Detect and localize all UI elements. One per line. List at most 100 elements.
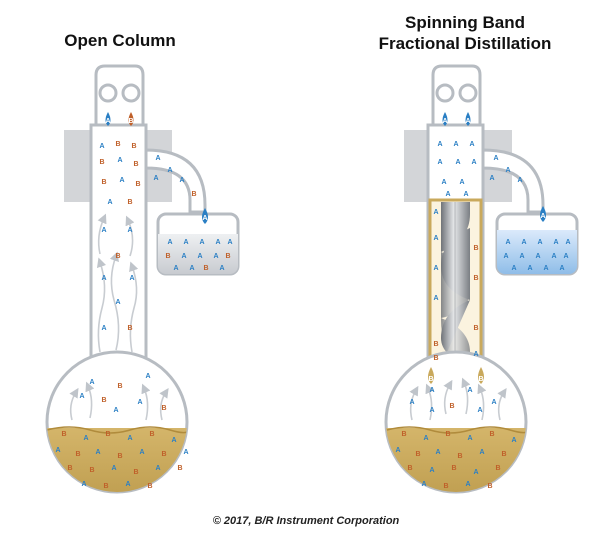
molecule-a-label: A: [511, 265, 516, 272]
molecule-b-label: B: [135, 181, 140, 188]
molecule-a-label: A: [535, 253, 540, 260]
molecule-a-label: A: [471, 159, 476, 166]
molecule-a-label: A: [423, 435, 428, 442]
molecule-a-label: A: [145, 373, 150, 380]
molecule-b-label: B: [191, 191, 196, 198]
molecule-b-label: B: [133, 161, 138, 168]
molecule-b-label: B: [101, 397, 106, 404]
molecule-a-label: A: [167, 167, 172, 174]
molecule-b-label: B: [131, 143, 136, 150]
molecule-a-label: A: [107, 199, 112, 206]
molecule-b-label: B: [105, 431, 110, 438]
receiver-liquid-right: [497, 230, 577, 274]
molecule-a-label: A: [563, 253, 568, 260]
molecule-b-label: B: [473, 275, 478, 282]
molecule-a-label: A: [565, 239, 570, 246]
molecule-b-label: B: [225, 253, 230, 260]
molecule-b-label: B: [457, 453, 462, 460]
molecule-a-label: A: [479, 449, 484, 456]
molecule-a-label: A: [227, 239, 232, 246]
molecule-a-label: A: [437, 159, 442, 166]
molecule-a-label: A: [79, 393, 84, 400]
molecule-b-label: B: [117, 453, 122, 460]
molecule-a-label: A: [433, 235, 438, 242]
molecule-a-label: A: [433, 265, 438, 272]
molecule-b-label: B: [67, 465, 72, 472]
molecule-b-label: B: [161, 451, 166, 458]
molecule-b-label: B: [415, 451, 420, 458]
copyright-notice: © 2017, B/R Instrument Corporation: [212, 515, 400, 527]
molecule-b-label: B: [473, 245, 478, 252]
spinning-band-title: Spinning Band Fractional Distillation: [355, 12, 575, 54]
molecule-a-label: A: [467, 435, 472, 442]
drop-a-label: A: [105, 118, 110, 125]
molecule-a-label: A: [465, 481, 470, 488]
molecule-a-label: A: [183, 239, 188, 246]
molecule-b-label: B: [117, 383, 122, 390]
molecule-a-label: A: [441, 179, 446, 186]
molecule-b-label: B: [103, 483, 108, 490]
molecule-a-label: A: [469, 141, 474, 148]
molecule-a-label: A: [139, 449, 144, 456]
molecule-a-label: A: [95, 449, 100, 456]
molecule-b-label: B: [445, 431, 450, 438]
drop-b-label: B: [478, 376, 483, 383]
molecule-a-label: A: [455, 159, 460, 166]
molecule-b-label: B: [149, 431, 154, 438]
open-column-apparatus: [45, 64, 240, 494]
molecule-a-label: A: [459, 179, 464, 186]
molecule-a-label: A: [181, 253, 186, 260]
molecule-a-label: A: [489, 175, 494, 182]
molecule-a-label: A: [115, 299, 120, 306]
molecule-b-label: B: [203, 265, 208, 272]
molecule-a-label: A: [445, 191, 450, 198]
molecule-b-label: B: [473, 325, 478, 332]
molecule-a-label: A: [101, 325, 106, 332]
molecule-a-label: A: [477, 407, 482, 414]
molecule-a-label: A: [137, 399, 142, 406]
drop-a-label: A: [442, 118, 447, 125]
molecule-b-label: B: [127, 325, 132, 332]
molecule-b-label: B: [75, 451, 80, 458]
molecule-a-label: A: [437, 141, 442, 148]
molecule-a-label: A: [113, 407, 118, 414]
molecule-a-label: A: [435, 449, 440, 456]
molecule-a-label: A: [89, 379, 94, 386]
spinning-band: [441, 202, 470, 368]
molecule-a-label: A: [429, 387, 434, 394]
molecule-a-label: A: [117, 157, 122, 164]
molecule-a-label: A: [527, 265, 532, 272]
drop-a-label: A: [540, 213, 545, 220]
molecule-b-label: B: [101, 179, 106, 186]
molecule-a-label: A: [171, 437, 176, 444]
molecule-a-label: A: [467, 387, 472, 394]
molecule-b-label: B: [401, 431, 406, 438]
molecule-b-label: B: [487, 483, 492, 490]
molecule-a-label: A: [153, 175, 158, 182]
vapor-arrows-left: [69, 213, 169, 421]
molecule-b-label: B: [433, 355, 438, 362]
molecule-a-label: A: [433, 295, 438, 302]
molecule-a-label: A: [511, 437, 516, 444]
drop-b-label: B: [128, 118, 133, 125]
molecule-b-label: B: [451, 465, 456, 472]
molecule-a-label: A: [183, 449, 188, 456]
molecule-a-label: A: [81, 481, 86, 488]
open-column-title: Open Column: [64, 31, 176, 50]
molecule-a-label: A: [155, 465, 160, 472]
molecule-a-label: A: [213, 253, 218, 260]
molecule-a-label: A: [543, 265, 548, 272]
molecule-a-label: A: [505, 239, 510, 246]
molecule-a-label: A: [519, 253, 524, 260]
molecule-a-label: A: [395, 447, 400, 454]
molecule-a-label: A: [55, 447, 60, 454]
spinning-band-apparatus: [384, 64, 579, 494]
drop-b-label: B: [428, 376, 433, 383]
spinning-band-title-line2: Fractional Distillation: [378, 34, 552, 53]
molecule-a-label: A: [99, 143, 104, 150]
molecule-a-label: A: [173, 265, 178, 272]
molecule-b-label: B: [89, 467, 94, 474]
drop-a-label: A: [465, 118, 470, 125]
